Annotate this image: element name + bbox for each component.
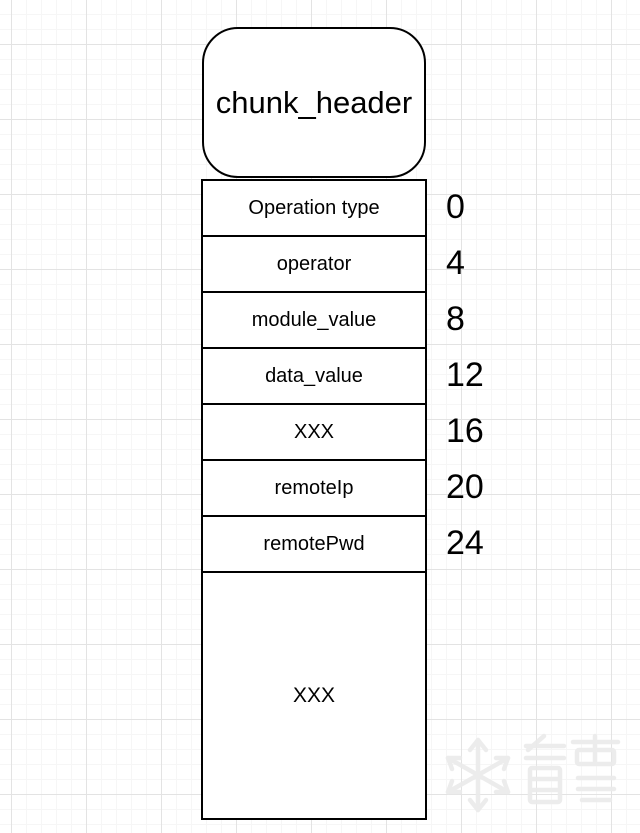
offset-column: 0 4 8 12 16 20 24 xyxy=(446,179,526,571)
chunk-header-node: chunk_header xyxy=(202,27,426,178)
offset-label: 24 xyxy=(446,523,484,562)
offset-label: 0 xyxy=(446,187,465,226)
kanxue-char-xue-icon xyxy=(570,733,621,803)
field-label: Operation type xyxy=(248,196,380,219)
struct-table: Operation type operator module_value dat… xyxy=(201,179,427,820)
field-row-operator: operator xyxy=(201,235,427,293)
field-label: data_value xyxy=(265,364,363,387)
field-row-remoteip: remoteIp xyxy=(201,459,427,517)
field-row-module-value: module_value xyxy=(201,291,427,349)
kanxue-char-kan-icon xyxy=(523,733,567,805)
field-label: XXX xyxy=(293,420,335,443)
snowflake-icon xyxy=(445,737,511,813)
offset-label: 16 xyxy=(446,411,484,450)
field-label: module_value xyxy=(251,308,377,331)
field-row-operation-type: Operation type xyxy=(201,179,427,237)
kanxue-watermark xyxy=(445,733,621,813)
field-row-xxx: XXX xyxy=(201,403,427,461)
field-row-data-value: data_value xyxy=(201,347,427,405)
tail-field-label: XXX xyxy=(292,683,336,707)
offset-label: 8 xyxy=(446,299,465,338)
offset-label: 12 xyxy=(446,355,484,394)
tail-field-row: XXX xyxy=(201,571,427,820)
field-label: remoteIp xyxy=(274,476,354,499)
offset-label: 20 xyxy=(446,467,484,506)
chunk-header-label: chunk_header xyxy=(215,84,413,120)
offset-label: 4 xyxy=(446,243,465,282)
field-label: operator xyxy=(276,252,352,275)
field-row-remotepwd: remotePwd xyxy=(201,515,427,573)
field-label: remotePwd xyxy=(263,532,365,555)
